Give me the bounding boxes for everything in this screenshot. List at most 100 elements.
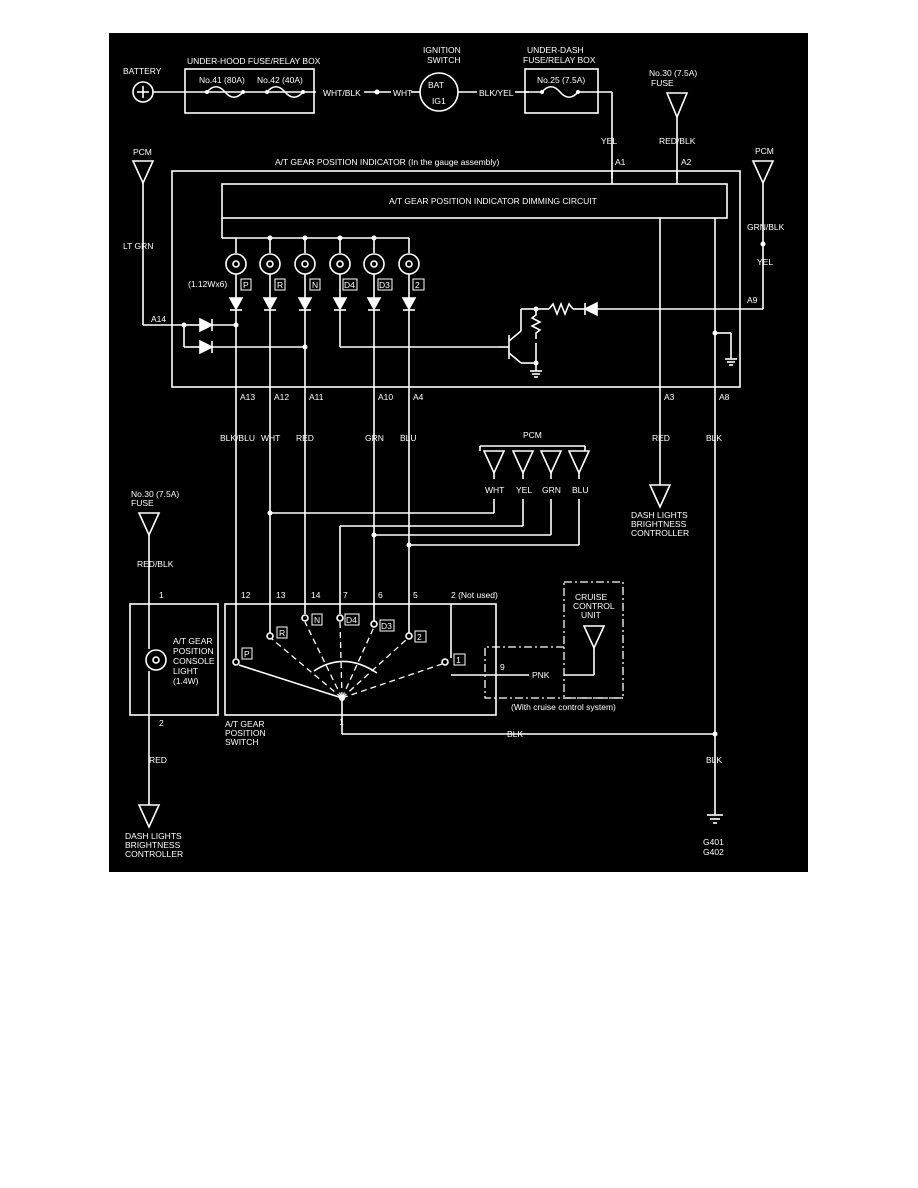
switch-contact-n <box>301 614 309 622</box>
wire-lt-grn-label: LT GRN <box>123 241 153 251</box>
pcm-mid-wire-blu: BLU <box>572 485 589 495</box>
fuse-42-label: No.42 (40A) <box>257 75 303 85</box>
indicator-title: A/T GEAR POSITION INDICATOR (In the gaug… <box>275 157 500 167</box>
console-label-4: LIGHT <box>173 666 198 676</box>
cruise-label-3: UNIT <box>581 610 601 620</box>
pcm-mid-terminal-wht <box>482 450 506 475</box>
bulb-d3 <box>363 235 385 387</box>
wire-yel-right-label: YEL <box>757 257 773 267</box>
switch-pin-13: 13 <box>276 590 286 600</box>
dash-left-line-1: DASH LIGHTS <box>125 831 182 841</box>
switch-contact-2 <box>405 632 413 640</box>
cruise-terminal-symbol <box>582 625 606 650</box>
underhood-box-label: UNDER-HOOD FUSE/RELAY BOX <box>187 56 321 66</box>
switch-contact-d3 <box>370 620 378 628</box>
pin-a11: A11 <box>309 392 324 402</box>
pin-a2-label: A2 <box>681 157 692 167</box>
switch-pin-6: 6 <box>378 590 383 600</box>
wire-blu-mid-label: BLU <box>400 433 417 443</box>
fuse-30-top-label-2: FUSE <box>651 78 674 88</box>
wire-blk-bottom-label: BLK <box>507 729 523 739</box>
switch-label-2: POSITION <box>225 728 266 738</box>
switch-gear-p: P <box>244 649 250 659</box>
cruise-control-unit-box <box>563 581 624 699</box>
wire-red-blk-left-label: RED/BLK <box>137 559 174 569</box>
connector-dot <box>374 89 380 95</box>
wire-blk-blu-label: BLK/BLU <box>220 433 255 443</box>
switch-gear-d3: D3 <box>381 621 392 631</box>
diode-a14-upper <box>199 317 214 333</box>
wire-red-blk-label: RED/BLK <box>659 136 696 146</box>
gear-n-indicator: N <box>312 280 318 290</box>
switch-pin-14: 14 <box>311 590 321 600</box>
ignition-label-1: IGNITION <box>423 45 461 55</box>
pin-a10: A10 <box>378 392 393 402</box>
dash-right-line-1: DASH LIGHTS <box>631 510 688 520</box>
ignition-ig1-label: IG1 <box>432 96 446 106</box>
cruise-option-boundary <box>484 646 623 699</box>
bulb-r <box>259 235 281 387</box>
switch-contact-1 <box>441 658 449 666</box>
pcm-mid-wire-wht: WHT <box>485 485 504 495</box>
ground-g401: G401 <box>703 837 724 847</box>
fuse-42-symbol <box>266 85 304 99</box>
wire-wht-mid-label: WHT <box>261 433 280 443</box>
bulb-d4 <box>329 235 499 348</box>
wire-red-mid-label: RED <box>296 433 314 443</box>
bulb-n <box>294 235 316 387</box>
console-bulb <box>145 649 167 671</box>
wire-red-right-label: RED <box>652 433 670 443</box>
gear-p-indicator: P <box>243 280 249 290</box>
dash-right-line-3: CONTROLLER <box>631 528 689 538</box>
wire-blk-ground-label: BLK <box>706 755 722 765</box>
fuse-25-symbol <box>541 85 579 99</box>
console-label-1: A/T GEAR <box>173 636 213 646</box>
fuse-30-top-symbol <box>665 92 689 120</box>
switch-gear-r: R <box>279 628 285 638</box>
console-pin-1: 1 <box>159 590 164 600</box>
switch-gear-d4: D4 <box>346 615 357 625</box>
dash-lights-right-symbol <box>648 484 672 509</box>
wire-wht-blk-label: WHT/BLK <box>323 88 361 98</box>
underdash-fuse-box <box>524 68 599 114</box>
wire-red-left-label: RED <box>149 755 167 765</box>
fuse-30-top-label: No.30 (7.5A) <box>649 68 697 78</box>
pin-a14-label: A14 <box>151 314 166 324</box>
pcm-mid-wire-yel: YEL <box>516 485 532 495</box>
pcm-left-label: PCM <box>133 147 152 157</box>
gear-position-switch-box <box>224 603 497 716</box>
fuse-30-left-label-2: FUSE <box>131 498 154 508</box>
switch-contact-r <box>266 632 274 640</box>
switch-gear-1: 1 <box>456 655 461 665</box>
fuse-30-left-symbol <box>137 512 161 537</box>
pin-a8: A8 <box>719 392 730 402</box>
fuse-41-label: No.41 (80A) <box>199 75 245 85</box>
pcm-mid-terminal-grn <box>539 450 563 475</box>
pcm-mid-label: PCM <box>523 430 542 440</box>
pcm-right-label: PCM <box>755 146 774 156</box>
dimming-circuit-box <box>221 183 728 219</box>
switch-pin-12: 12 <box>241 590 251 600</box>
cruise-note: (With cruise control system) <box>511 702 616 712</box>
pin-a3: A3 <box>664 392 675 402</box>
fuse-41-symbol <box>206 85 244 99</box>
switch-pin-2-not-used: 2 (Not used) <box>451 590 498 600</box>
dash-left-line-2: BRIGHTNESS <box>125 840 181 850</box>
bulb-2 <box>398 238 420 387</box>
dash-left-line-3: CONTROLLER <box>125 849 183 859</box>
wiring-diagram: BATTERY UNDER-HOOD FUSE/RELAY BOX No.41 … <box>109 33 808 872</box>
gear-r-indicator: R <box>277 280 283 290</box>
wire-wht-label: WHT <box>393 88 412 98</box>
diode-a14-lower <box>199 339 214 355</box>
fuse-25-label: No.25 (7.5A) <box>537 75 585 85</box>
cruise-label-2: CONTROL <box>573 601 615 611</box>
console-pin-2: 2 <box>159 718 164 728</box>
dimming-transistor-network <box>499 301 763 378</box>
pcm-left-symbol <box>131 160 155 185</box>
underdash-label-1: UNDER-DASH <box>527 45 584 55</box>
indicator-assembly-box <box>171 170 741 388</box>
bulb-p <box>225 238 247 387</box>
ground-g402: G402 <box>703 847 724 857</box>
switch-wiper <box>238 664 343 699</box>
switch-gear-2: 2 <box>417 632 422 642</box>
